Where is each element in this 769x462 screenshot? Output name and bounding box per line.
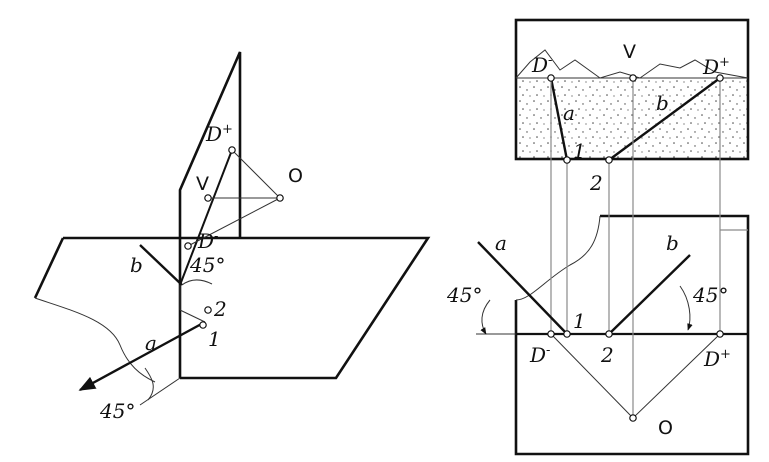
point-o [276,194,284,202]
bottom-box-break-line [515,215,601,301]
point-v [204,194,212,202]
line-a-top [549,77,569,161]
label-angle-left: 45° [446,283,482,307]
label-d-minus-top: D- [531,53,552,77]
label-angle-right: 45° [692,283,728,307]
point-d-plus-bottom [716,330,724,338]
point-2-top [605,156,613,164]
construction-d-minus-o [550,333,634,419]
point-d-minus-bottom [547,330,555,338]
label-v: V [196,173,209,195]
top-box [514,18,750,161]
point-2 [204,306,212,314]
label-a-top: a [563,101,575,125]
line-a [78,320,206,392]
line-b [139,244,183,286]
point-d-minus-top [547,74,555,82]
line-a-bottom [477,241,568,335]
point-1 [199,321,207,329]
label-b: b [130,253,143,277]
vertical-trace-line [179,149,233,286]
label-d-plus: D+ [205,122,233,146]
label-angle-bottom: 45° [99,399,135,423]
plane-break-line [34,297,156,383]
line-a-connector [179,309,206,323]
line-b-top [608,77,721,161]
angle-arc-left [480,299,491,335]
label-o: O [288,165,303,187]
label-d-plus-top: D+ [702,55,730,79]
angle-arc-bottom [144,367,154,401]
point-o-bottom [629,414,637,422]
label-1: 1 [208,327,221,351]
label-a: a [145,331,157,355]
right-orthographic-view: D- V D+ a b 1 2 a b 45° 45° 1 D- 2 D+ O [446,18,750,456]
label-b-bottom: b [666,231,679,255]
construction-line-o-dminus [187,197,281,247]
label-d-minus-bottom: D- [529,343,550,367]
label-v-top: V [623,41,636,63]
angle-arc-right [679,285,693,331]
line-b-bottom [608,254,691,335]
horizontal-plane [63,236,431,380]
angle-line-bottom [139,377,181,406]
label-2-top: 2 [589,171,603,195]
label-d-minus: D- [197,229,218,253]
label-1-bottom: 1 [573,309,586,333]
point-d-minus [184,242,192,250]
label-b-top: b [656,91,669,115]
point-v-top [629,74,637,82]
point-2-bottom [605,330,613,338]
label-angle-top: 45° [189,253,225,277]
point-d-plus [228,146,236,154]
construction-lines-to-o [208,149,282,199]
point-1-top [563,156,571,164]
label-o-bottom: O [658,417,673,439]
left-isometric-view: D+ V O D- b 45° 2 a 1 45° [33,51,431,423]
label-1-top: 1 [573,139,586,163]
label-2: 2 [213,297,227,321]
point-1-bottom [563,330,571,338]
point-d-plus-top [716,74,724,82]
label-d-plus-bottom: D+ [703,347,731,371]
horizontal-plane-left-edge [33,237,65,299]
bottom-box [514,214,750,456]
angle-arc-top [181,279,213,286]
label-a-bottom: a [495,231,507,255]
top-box-break-line [515,49,749,79]
label-2-bottom: 2 [600,343,614,367]
construction-d-plus-o [632,333,721,419]
